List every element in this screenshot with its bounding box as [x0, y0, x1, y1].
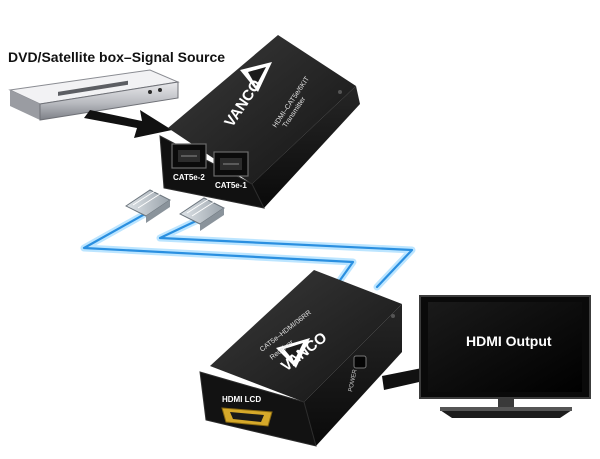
receiver-side-port-label: POWER	[348, 368, 359, 392]
port-label-cat5e-1: CAT5e-1	[215, 181, 247, 190]
port-cat5e-2	[171, 143, 207, 169]
transmitter-logo-icon	[240, 62, 272, 92]
hdmi-port-icon	[221, 407, 273, 427]
hdmi-port-label: HDMI LCD	[222, 395, 261, 404]
transmitter-device: VANCO HDMI–CAT5e/6KIT Transmitter CAT5e-…	[159, 35, 360, 209]
receiver-device: VANCO CAT5e–HDMI/06RR Receiver POWER HDM…	[199, 270, 402, 447]
power-port-icon	[353, 355, 367, 369]
tv-monitor-icon	[419, 295, 591, 418]
rj45-plug-left-icon	[125, 189, 171, 223]
receiver-logo-icon	[276, 338, 310, 368]
display-label: HDMI Output	[466, 333, 552, 349]
port-label-cat5e-2: CAT5e-2	[173, 173, 205, 182]
dvd-player-icon	[8, 69, 180, 121]
source-label: DVD/Satellite box–Signal Source	[8, 49, 226, 65]
cat5-cable-routes	[80, 206, 416, 291]
port-cat5e-1	[213, 151, 249, 177]
rj45-plug-right-icon	[179, 197, 225, 231]
source-arrow-icon	[84, 110, 172, 138]
